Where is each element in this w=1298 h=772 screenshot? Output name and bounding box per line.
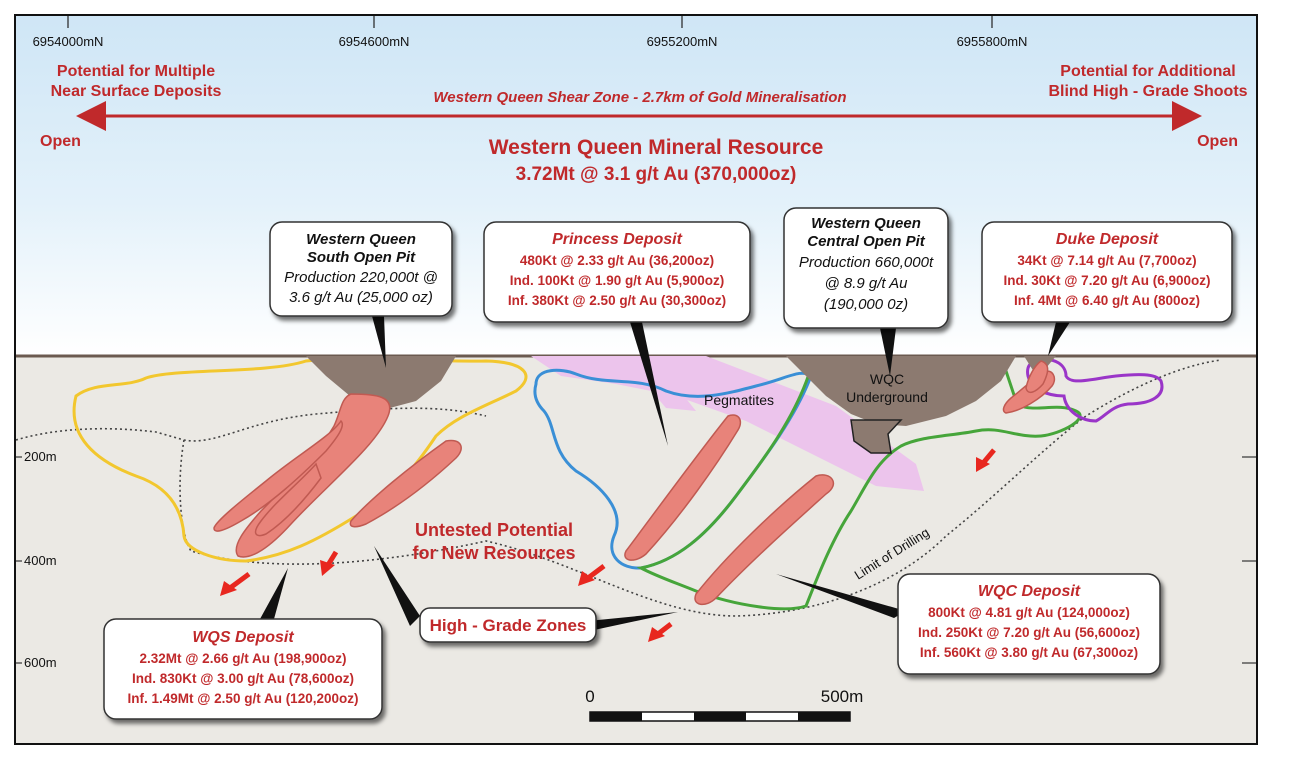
svg-text:Princess Deposit: Princess Deposit — [552, 231, 683, 248]
untested-potential-line1: Untested Potential — [415, 520, 573, 540]
svg-text:Production 220,000t @: Production 220,000t @ — [284, 269, 438, 286]
northing-label: 6955200mN — [647, 34, 718, 49]
svg-text:@ 8.9 g/t Au: @ 8.9 g/t Au — [824, 275, 908, 292]
cross-section-figure: 6954000mN 6954600mN 6955200mN 6955800mN … — [14, 14, 1258, 745]
svg-text:High - Grade Zones: High - Grade Zones — [430, 616, 587, 635]
wqs-outline — [72, 357, 528, 563]
resource-value: 3.72Mt @ 3.1 g/t Au (370,000oz) — [516, 164, 797, 185]
wqc-deposit-callout: WQC Deposit 800Kt @ 4.81 g/t Au (124,000… — [897, 573, 1161, 675]
cross-section-svg: 6954000mN 6954600mN 6955200mN 6955800mN … — [16, 16, 1256, 743]
wqc-underground-label-line2: Underground — [846, 389, 928, 405]
high-grade-zones-callout: High - Grade Zones — [419, 607, 597, 643]
wqc-pit-callout: Western Queen Central Open Pit Productio… — [783, 207, 949, 329]
duke-callout: Duke Deposit 34Kt @ 7.14 g/t Au (7,700oz… — [981, 221, 1233, 323]
arrow-icon — [648, 622, 673, 642]
svg-text:Production 660,000t: Production 660,000t — [799, 254, 934, 271]
svg-text:Western Queen: Western Queen — [811, 215, 921, 232]
open-left-label: Open — [40, 133, 81, 150]
ore-body — [349, 439, 462, 528]
svg-text:3.6 g/t Au (25,000 oz): 3.6 g/t Au (25,000 oz) — [289, 289, 433, 306]
resource-title: Western Queen Mineral Resource — [489, 136, 824, 159]
svg-text:Inf. 380Kt @ 2.50 g/t Au (30,3: Inf. 380Kt @ 2.50 g/t Au (30,300oz) — [508, 293, 726, 308]
pegmatites-label: Pegmatites — [704, 392, 774, 408]
wqs-deposit-callout: WQS Deposit 2.32Mt @ 2.66 g/t Au (198,90… — [103, 618, 383, 720]
svg-text:Inf. 560Kt @ 3.80 g/t Au (67,3: Inf. 560Kt @ 3.80 g/t Au (67,300oz) — [920, 645, 1138, 660]
svg-text:Inf. 4Mt @ 6.40 g/t Au (800oz): Inf. 4Mt @ 6.40 g/t Au (800oz) — [1014, 293, 1200, 308]
svg-text:Inf. 1.49Mt @ 2.50 g/t Au (120: Inf. 1.49Mt @ 2.50 g/t Au (120,200oz) — [128, 691, 359, 706]
northing-label: 6954000mN — [33, 34, 104, 49]
wqc-pit — [786, 356, 1016, 426]
svg-text:Ind. 830Kt @ 3.00 g/t Au (78,6: Ind. 830Kt @ 3.00 g/t Au (78,600oz) — [132, 671, 354, 686]
northing-label: 6954600mN — [339, 34, 410, 49]
svg-text:Central Open Pit: Central Open Pit — [807, 233, 926, 250]
svg-text:Western Queen: Western Queen — [306, 231, 416, 248]
ore-body — [624, 414, 742, 561]
scale-bar: 0 500m — [585, 687, 864, 722]
callout-pointers — [260, 316, 1070, 630]
depth-label: 400m — [24, 553, 57, 568]
open-right-label: Open — [1197, 133, 1238, 150]
svg-text:South Open Pit: South Open Pit — [307, 249, 416, 266]
right-potential-line2: Blind High - Grade Shoots — [1048, 83, 1247, 100]
svg-text:Ind. 30Kt @ 7.20 g/t Au (6,900: Ind. 30Kt @ 7.20 g/t Au (6,900oz) — [1004, 273, 1211, 288]
untested-potential-line2: for New Resources — [412, 543, 575, 563]
down-dip-arrows — [220, 448, 996, 642]
arrow-icon — [976, 448, 996, 472]
ore-bodies — [213, 360, 1056, 606]
ore-body — [1025, 360, 1049, 394]
ore-body — [213, 419, 343, 532]
ore-body — [254, 462, 322, 537]
pegmatite-zone — [531, 356, 924, 491]
depth-label: 200m — [24, 449, 57, 464]
svg-text:Ind. 250Kt @ 7.20 g/t Au (56,6: Ind. 250Kt @ 7.20 g/t Au (56,600oz) — [918, 625, 1140, 640]
northing-ticks — [67, 16, 993, 28]
arrow-icon — [578, 564, 606, 586]
svg-text:(190,000 0z): (190,000 0z) — [824, 296, 908, 313]
shear-zone-label: Western Queen Shear Zone - 2.7km of Gold… — [433, 89, 846, 106]
scale-end-label: 500m — [821, 687, 864, 706]
svg-text:Duke Deposit: Duke Deposit — [1056, 231, 1159, 248]
svg-text:Ind. 100Kt @ 1.90 g/t Au (5,90: Ind. 100Kt @ 1.90 g/t Au (5,900oz) — [510, 273, 724, 288]
northing-label: 6955800mN — [957, 34, 1028, 49]
wqc-underground-label-line1: WQC — [870, 371, 904, 387]
svg-text:WQS Deposit: WQS Deposit — [192, 629, 294, 646]
depth-label: 600m — [24, 655, 57, 670]
princess-callout: Princess Deposit 480Kt @ 2.33 g/t Au (36… — [483, 221, 751, 323]
arrow-icon — [220, 571, 251, 596]
left-potential-line2: Near Surface Deposits — [51, 83, 222, 100]
depth-ticks — [16, 456, 1256, 664]
right-potential-line1: Potential for Additional — [1060, 63, 1235, 80]
svg-text:34Kt @ 7.14 g/t Au (7,700oz): 34Kt @ 7.14 g/t Au (7,700oz) — [1017, 253, 1196, 268]
left-potential-line1: Potential for Multiple — [57, 63, 215, 80]
wqs-pit-callout: Western Queen South Open Pit Production … — [269, 221, 453, 317]
svg-text:WQC Deposit: WQC Deposit — [978, 583, 1081, 600]
wqs-pit — [306, 356, 456, 409]
svg-text:480Kt @ 2.33 g/t Au (36,200oz): 480Kt @ 2.33 g/t Au (36,200oz) — [520, 253, 714, 268]
pegmatite-zone — [626, 361, 696, 411]
svg-text:800Kt @ 4.81 g/t Au (124,000oz: 800Kt @ 4.81 g/t Au (124,000oz) — [928, 605, 1130, 620]
ore-body — [694, 474, 835, 606]
svg-text:2.32Mt @ 2.66 g/t Au (198,900o: 2.32Mt @ 2.66 g/t Au (198,900oz) — [140, 651, 347, 666]
arrow-icon — [320, 550, 339, 576]
wqc-underground-shape — [850, 419, 903, 454]
scale-start-label: 0 — [585, 687, 594, 706]
